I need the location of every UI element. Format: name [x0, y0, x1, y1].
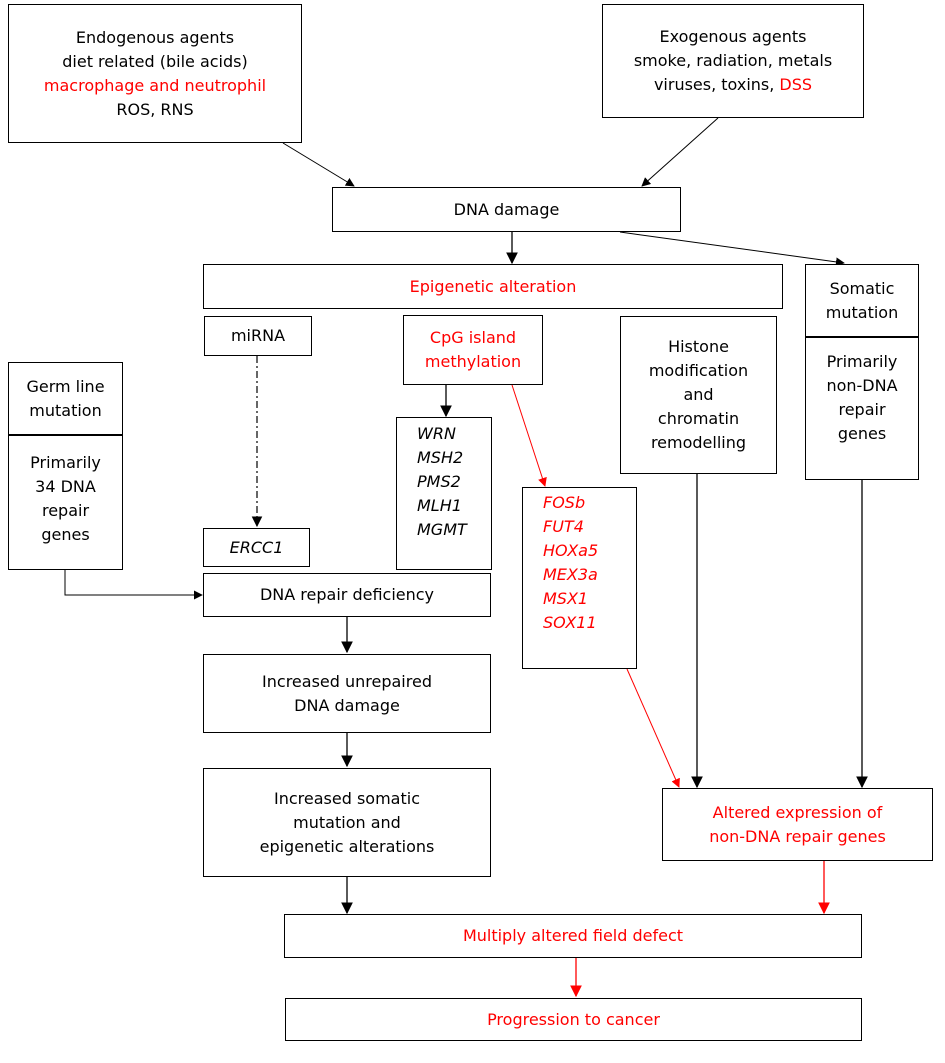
non-dna-line3: repair [838, 400, 886, 419]
field-defect-label: Multiply altered field defect [462, 926, 684, 945]
dna-repair-deficiency-box: DNA repair deficiency [203, 573, 491, 617]
somatic-increase-line2: mutation and [293, 812, 401, 832]
somatic-divider [806, 336, 918, 338]
somatic-mutation-header: Somatic mutation [806, 265, 918, 336]
gene-sox11: SOX11 [543, 613, 597, 632]
non-dna-line4: genes [837, 424, 887, 443]
epigenetic-alteration-box: Epigenetic alteration [203, 264, 783, 309]
gene-fosb: FOSb [543, 493, 586, 512]
dna-repair-deficiency-label: DNA repair deficiency [259, 585, 435, 604]
mirna-label: miRNA [230, 326, 286, 345]
exogenous-agents-box: Exogenous agents smoke, radiation, metal… [602, 4, 864, 118]
arrow-dna-damage-to-somatic [619, 231, 845, 267]
gene-msh2: MSH2 [417, 448, 464, 467]
arrow-exogenous-to-dna-damage [641, 117, 719, 187]
exogenous-dss: DSS [779, 75, 813, 94]
gene-wrn: WRN [417, 424, 456, 443]
gene-mgmt: MGMT [417, 520, 467, 539]
ercc1-box: ERCC1 [203, 528, 310, 567]
altered-expression-line1: Altered expression of [712, 802, 883, 822]
repair-genes-line1: Primarily [30, 453, 101, 472]
methylated-repair-genes-box: WRN MSH2 PMS2 MLH1 MGMT [396, 417, 492, 570]
repair-genes-line4: genes [41, 525, 90, 544]
cpg-line2: methylation [424, 352, 522, 371]
gene-hoxa5: HOXa5 [543, 541, 599, 560]
arrow-germline-to-repair-deficiency [64, 570, 203, 600]
gene-fut4: FUT4 [543, 517, 584, 536]
somatic-mutation-line1: Somatic [829, 278, 895, 298]
germ-line-line2: mutation [29, 400, 102, 420]
gene-msx1: MSX1 [543, 589, 589, 608]
unrepaired-dna-damage-box: Increased unrepaired DNA damage [203, 654, 491, 733]
exogenous-viruses-toxins: viruses, toxins, [653, 75, 780, 94]
gene-pms2: PMS2 [417, 472, 461, 491]
endogenous-ros-rns: ROS, RNS [116, 99, 194, 119]
histone-line4: chromatin [657, 409, 740, 428]
somatic-mutation-box: Somatic mutation Primarily non-DNA repai… [805, 264, 919, 480]
somatic-mutation-line2: mutation [825, 302, 899, 322]
unrepaired-line2: DNA damage [294, 695, 400, 715]
endogenous-immune-cells: macrophage and neutrophil [43, 75, 267, 95]
gene-ercc1: ERCC1 [229, 537, 284, 557]
repair-genes-line2: 34 DNA [35, 477, 96, 496]
increased-somatic-mutation-box: Increased somatic mutation and epigeneti… [203, 768, 491, 877]
repair-genes-line3: repair [41, 501, 90, 520]
gene-mlh1: MLH1 [417, 496, 462, 515]
dna-damage-box: DNA damage [332, 187, 681, 232]
exogenous-title: Exogenous agents [659, 27, 807, 46]
histone-line3: and [683, 385, 714, 404]
dna-repair-genes-label: Primarily 34 DNA repair genes [9, 436, 122, 562]
arrow-endogenous-to-dna-damage [282, 142, 355, 187]
non-dna-line1: Primarily [826, 352, 898, 371]
germ-line-header: Germ line mutation [9, 363, 122, 434]
arrow-red-genes-to-altered [626, 668, 680, 788]
unrepaired-line1: Increased unrepaired [262, 671, 432, 691]
altered-expression-box: Altered expression of non-DNA repair gen… [662, 788, 933, 861]
histone-line1: Histone [668, 337, 729, 356]
somatic-increase-line3: epigenetic alterations [259, 836, 435, 856]
endogenous-title: Endogenous agents [75, 27, 235, 47]
field-defect-box: Multiply altered field defect [284, 914, 862, 958]
histone-line5: remodelling [650, 433, 747, 452]
methylated-non-repair-genes-box: FOSb FUT4 HOXa5 MEX3a MSX1 SOX11 [522, 487, 637, 669]
exogenous-physical: smoke, radiation, metals [633, 51, 833, 70]
cpg-line1: CpG island [429, 328, 517, 347]
histone-line2: modification [648, 361, 749, 380]
progression-label: Progression to cancer [487, 1009, 660, 1029]
exogenous-biological: viruses, toxins, DSS [654, 73, 812, 97]
germ-line-divider [9, 434, 122, 436]
endogenous-diet: diet related (bile acids) [62, 51, 248, 71]
non-dna-line2: non-DNA [826, 376, 898, 395]
gene-mex3a: MEX3a [543, 565, 598, 584]
dna-damage-label: DNA damage [453, 199, 560, 219]
germ-line-mutation-box: Germ line mutation Primarily 34 DNA repa… [8, 362, 123, 570]
endogenous-agents-box: Endogenous agents diet related (bile aci… [8, 4, 302, 143]
mirna-box: miRNA [204, 316, 312, 356]
progression-to-cancer-box: Progression to cancer [285, 998, 862, 1041]
non-dna-repair-genes-label: Primarily non-DNA repair genes [806, 338, 918, 458]
somatic-increase-line1: Increased somatic [274, 788, 420, 808]
epigenetic-alteration-label: Epigenetic alteration [409, 276, 577, 296]
altered-expression-line2: non-DNA repair genes [709, 826, 886, 846]
cpg-island-methylation-box: CpG island methylation [403, 315, 543, 385]
arrow-cpg-to-red-genes [511, 384, 547, 487]
germ-line-line1: Germ line [26, 376, 105, 396]
histone-modification-box: Histone modification and chromatin remod… [620, 316, 777, 474]
